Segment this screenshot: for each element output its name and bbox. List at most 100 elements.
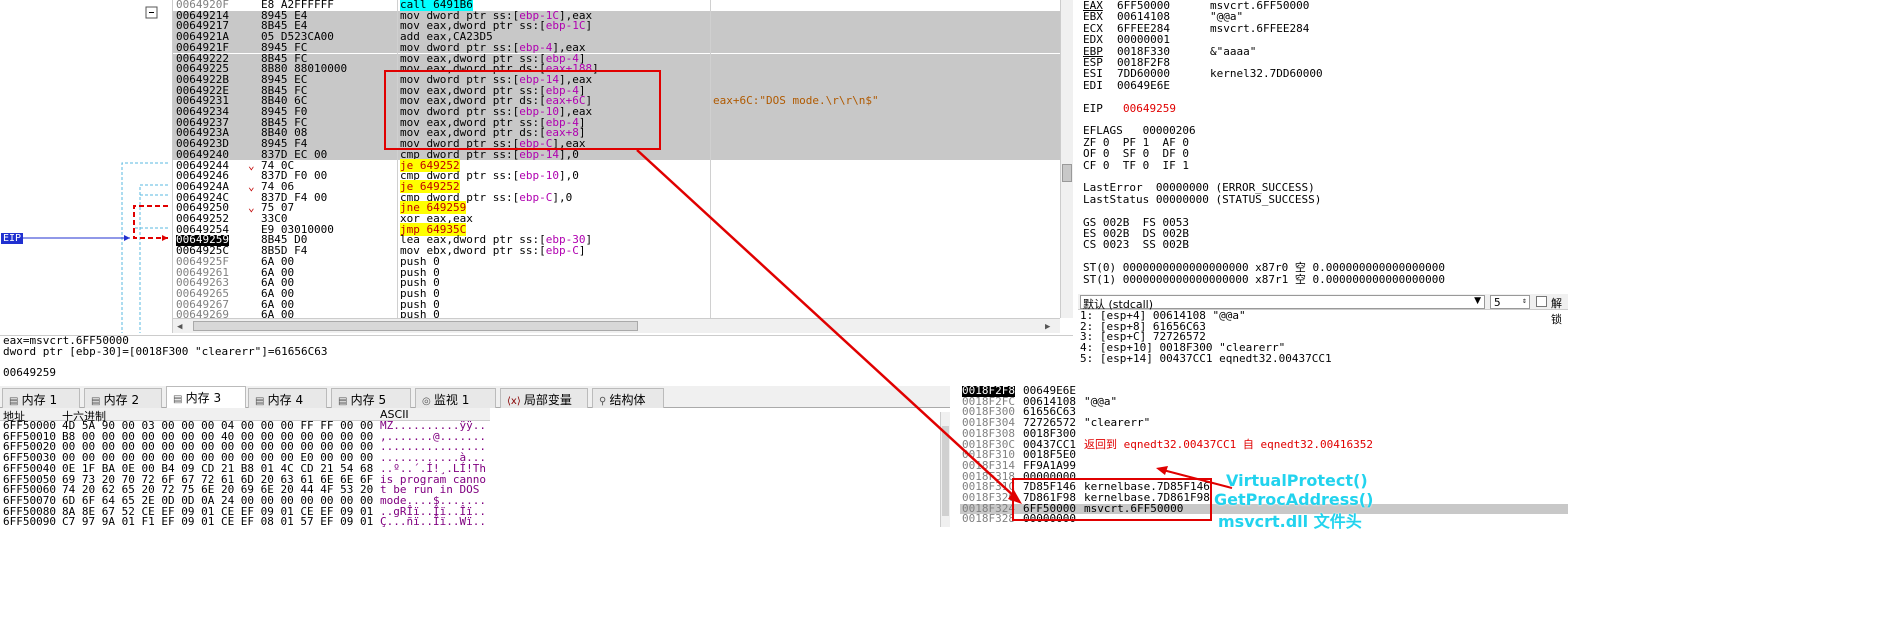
register-value[interactable]: 00000001	[1117, 33, 1170, 47]
tab-struct[interactable]: ⚲ 结构体	[592, 388, 664, 408]
call-arg-row[interactable]: 1: [esp+4] 00614108 "@@a"	[1080, 309, 1246, 322]
spinner-arrows-icon[interactable]: ⇕	[1522, 296, 1527, 305]
flags-row[interactable]: ZF 0 PF 1 AF 0	[1083, 135, 1189, 149]
callconv-select[interactable]: 默认 (stdcall) ▼	[1080, 295, 1485, 311]
register-value[interactable]: 0018F330	[1117, 44, 1170, 58]
register-value[interactable]: 6FF50000	[1117, 0, 1170, 12]
unlock-checkbox[interactable]	[1536, 296, 1547, 307]
scroll-thumb[interactable]	[1062, 164, 1072, 182]
col-header-address[interactable]: 地址	[3, 410, 25, 423]
disasm-vertical-scrollbar[interactable]	[1060, 0, 1073, 318]
tab-memory-4[interactable]: ▤ 内存 4	[248, 388, 327, 408]
flags-row[interactable]: CF 0 TF 0 IF 1	[1083, 158, 1189, 172]
tab-memory-3[interactable]: ▤ 内存 3	[166, 386, 246, 408]
disasm-horizontal-scrollbar[interactable]: ◀ ▶	[173, 318, 1060, 333]
col-header-hex[interactable]: 十六进制	[62, 410, 106, 423]
segment-row[interactable]: GS 002B FS 0053	[1083, 215, 1189, 229]
fpu-row[interactable]: ST(1) 0000000000000000000 x87r1 空 0.0000…	[1083, 272, 1445, 286]
call-arg-row[interactable]: 2: [esp+8] 61656C63	[1080, 319, 1206, 333]
arg-count-spinner[interactable]: 5 ⇕	[1490, 295, 1530, 309]
segment-row[interactable]: ES 002B DS 002B	[1083, 227, 1189, 240]
register-value[interactable]: 00649E6E	[1117, 78, 1170, 92]
register-value[interactable]: 00614108	[1117, 10, 1170, 24]
tab-memory-1[interactable]: ▤ 内存 1	[2, 388, 80, 408]
scroll-thumb[interactable]	[193, 321, 638, 331]
dump-vertical-scrollbar[interactable]	[940, 412, 950, 527]
segment-row[interactable]: CS 0023 SS 002B	[1083, 238, 1189, 252]
register-value[interactable]: 0018F2F8	[1117, 56, 1170, 69]
scroll-thumb[interactable]	[942, 426, 949, 516]
tab-memory-5[interactable]: ▤ 内存 5	[331, 388, 411, 408]
register-value[interactable]: 00649259	[1123, 101, 1176, 115]
call-arg-row[interactable]: 5: [esp+14] 00437CC1 eqnedt32.00437CC1	[1080, 351, 1332, 365]
scroll-left-icon[interactable]: ◀	[177, 322, 183, 332]
scroll-right-icon[interactable]: ▶	[1045, 322, 1051, 332]
flags-row[interactable]: OF 0 SF 0 DF 0	[1083, 147, 1189, 161]
call-arg-row[interactable]: 3: [esp+C] 72726572	[1080, 330, 1206, 344]
register-value[interactable]: 6FFEE284	[1117, 21, 1170, 35]
fpu-row[interactable]: ST(0) 0000000000000000000 x87r0 空 0.0000…	[1083, 261, 1445, 275]
tab-watch[interactable]: ◎ 监视 1	[415, 388, 496, 408]
eflags-row[interactable]: EFLAGS 00000206	[1083, 124, 1196, 138]
col-header-ascii[interactable]: ASCII	[380, 408, 409, 421]
tab-memory-2[interactable]: ▤ 内存 2	[84, 388, 162, 408]
tab-locals[interactable]: ⟨x⟩ 局部变量	[500, 388, 588, 408]
